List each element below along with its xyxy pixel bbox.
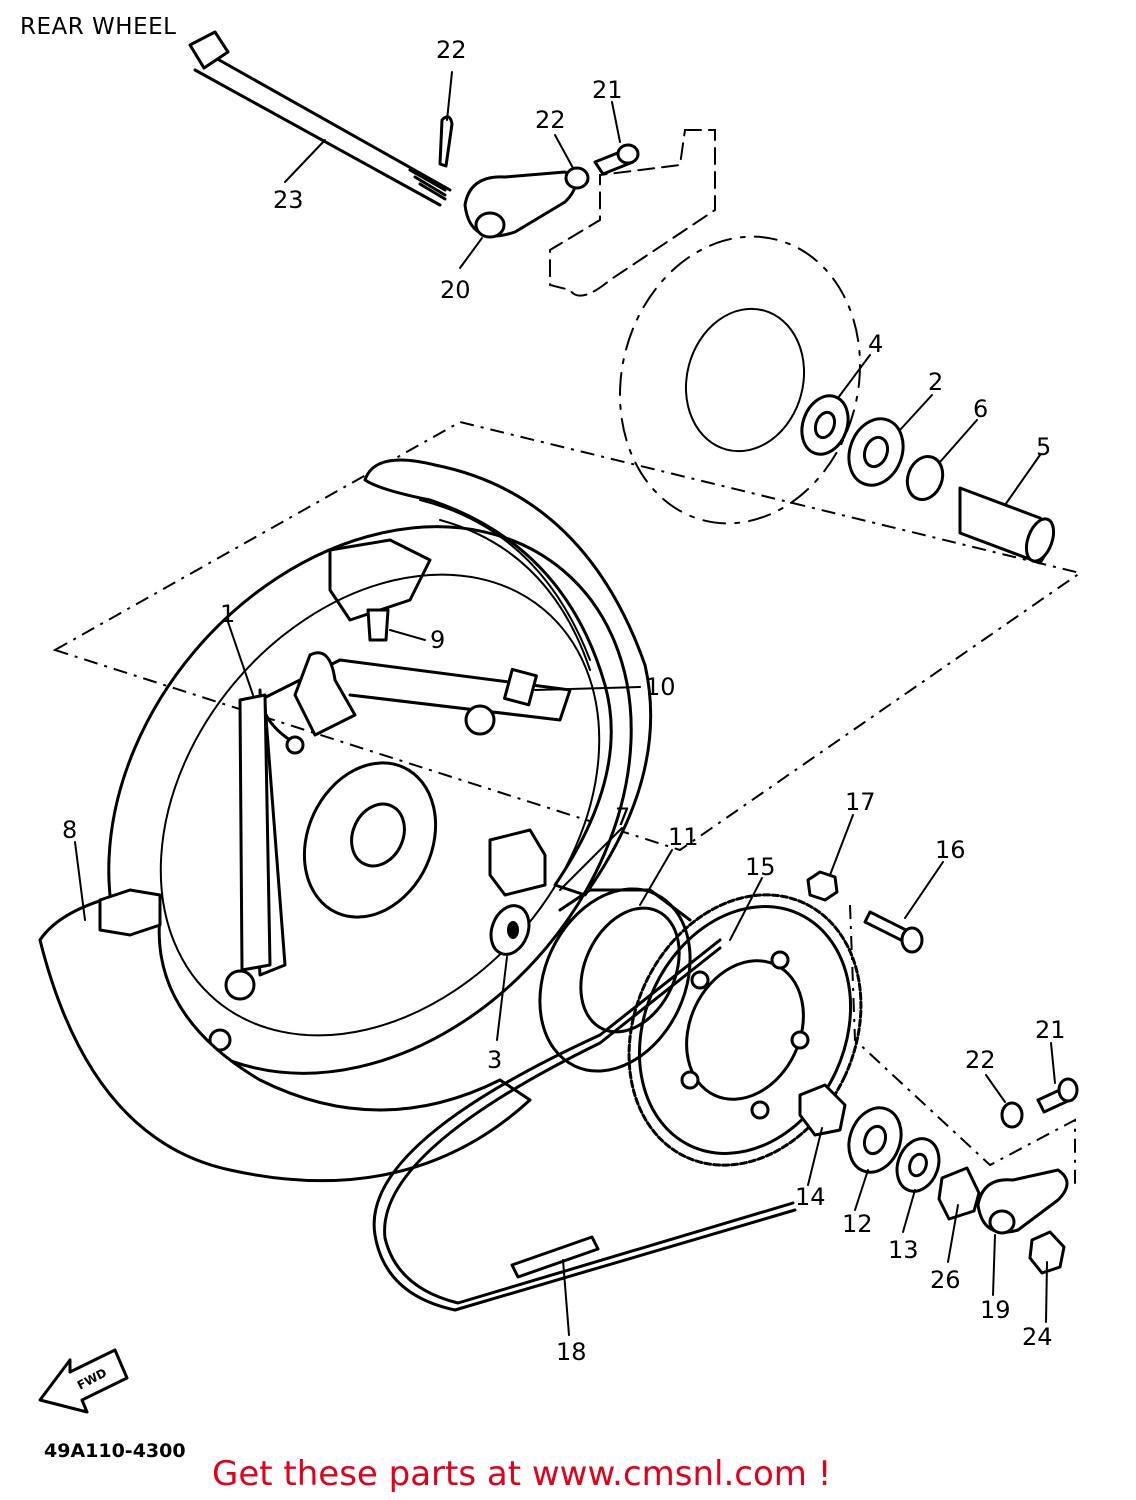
callout-26: 26	[930, 1266, 961, 1294]
chain-adjuster-top	[463, 170, 577, 239]
callout-13: 13	[888, 1236, 919, 1264]
callout-8: 8	[62, 816, 77, 844]
callout-4: 4	[868, 330, 883, 358]
drive-chain	[372, 938, 797, 1312]
diagram-title: REAR WHEEL	[20, 14, 177, 40]
chain-joint	[510, 1235, 600, 1279]
axle-shaft	[188, 30, 452, 207]
collar-14	[798, 1083, 847, 1137]
callout-25: 22	[436, 36, 467, 64]
collar-26	[937, 1166, 981, 1221]
callout-7: 7	[615, 803, 630, 831]
callout-22-top: 22	[535, 106, 566, 134]
callout-22-bottom: 22	[965, 1046, 996, 1074]
balance-weight	[503, 667, 538, 707]
bolt-top	[593, 143, 640, 176]
collar-6	[905, 455, 945, 501]
callout-6: 6	[973, 395, 988, 423]
callout-11: 11	[668, 823, 699, 851]
spacer-5	[958, 486, 1056, 565]
callout-18: 18	[556, 1338, 587, 1366]
callout-21-top: 21	[592, 76, 623, 104]
callout-21-bottom: 21	[1035, 1016, 1066, 1044]
callout-12: 12	[842, 1210, 873, 1238]
alignment-dash-box	[52, 420, 1083, 852]
callout-9: 9	[430, 626, 445, 654]
rear-sprocket	[627, 893, 863, 1167]
brake-disc	[619, 235, 861, 525]
cotter-pin	[438, 115, 454, 168]
tire-lower	[38, 893, 532, 1183]
callout-16: 16	[935, 836, 966, 864]
fwd-arrow-icon: FWD	[38, 1348, 129, 1414]
callout-5: 5	[1036, 433, 1051, 461]
callout-3: 3	[487, 1046, 502, 1074]
brake-disc-inner	[684, 307, 806, 453]
caliper-bracket	[488, 828, 547, 897]
callout-17: 17	[845, 788, 876, 816]
brake-bracket-outline	[549, 129, 716, 297]
drawing-code: 49A110-4300	[44, 1440, 186, 1462]
nut-top	[564, 166, 590, 190]
callout-24: 24	[1022, 1323, 1053, 1351]
chain-adjuster-bottom	[976, 1168, 1069, 1235]
callout-2: 2	[928, 368, 943, 396]
nut-bottom	[1000, 1101, 1024, 1129]
callout-19: 19	[980, 1296, 1011, 1324]
bolt-16	[863, 910, 924, 954]
callout-10: 10	[645, 673, 676, 701]
callout-labels: 22 21 22 23 20 4 2 6 5 1 9 10 7 8 11 15 …	[62, 36, 1066, 1366]
leader-lines	[74, 71, 1056, 1336]
bolt-bottom	[1036, 1077, 1079, 1114]
callout-20: 20	[440, 276, 471, 304]
valve-stem	[366, 608, 390, 642]
alignment-dash-lower	[849, 904, 1076, 1185]
nut-17	[806, 870, 839, 902]
nut-24	[1028, 1230, 1066, 1275]
callout-15: 15	[745, 853, 776, 881]
callout-14: 14	[795, 1183, 826, 1211]
tire-cutaway	[328, 538, 432, 622]
promo-text[interactable]: Get these parts at www.cmsnl.com !	[212, 1454, 832, 1494]
callout-23: 23	[273, 186, 304, 214]
callout-1: 1	[220, 600, 235, 628]
